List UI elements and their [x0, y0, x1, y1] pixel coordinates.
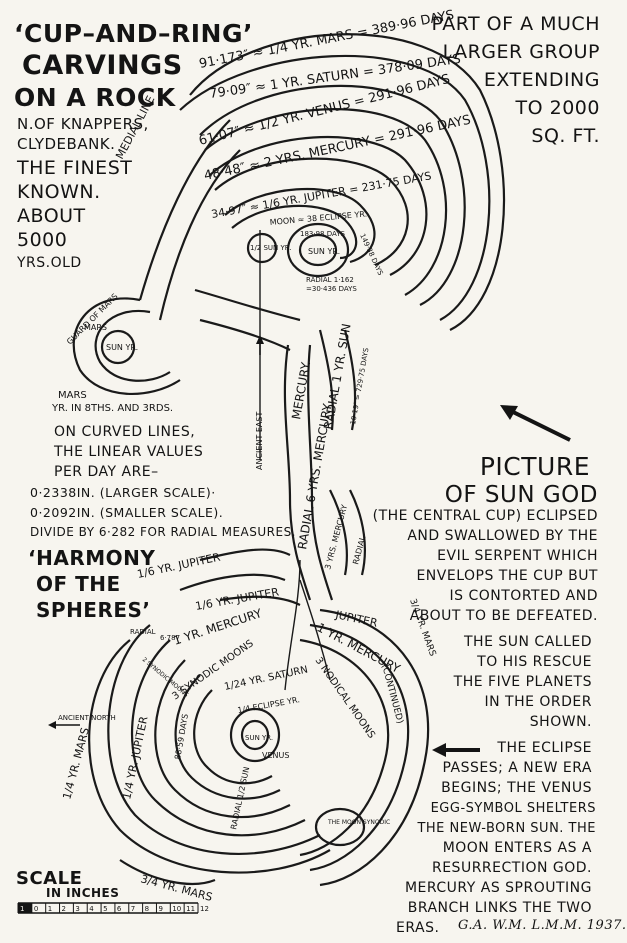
scale-tick-label: 5 [103, 905, 107, 913]
linear-note-line-1: On curved lines, [54, 424, 196, 440]
lower-label-jupiter-b: 1/6 Yr. Jupiter [194, 585, 280, 613]
eclipse-note-line-10: eras. [396, 920, 440, 936]
rescue-note-line-3: the five planets [453, 674, 592, 690]
label-radial-6-mercury: Radial 6 Yrs. Mercury [295, 402, 335, 550]
label-radial-sun-days: 10·19″ = 729·75 days [349, 347, 371, 426]
label-ancient-east: Ancient East [255, 412, 264, 470]
scale-tick-label: 2 [62, 905, 66, 913]
group-note-line-2: larger group [442, 41, 600, 63]
picture-heading-2: of Sun God [444, 482, 598, 508]
eclipse-note-line-1: The eclipse [497, 740, 592, 756]
eclipse-note-line-9: branch links the two [407, 900, 592, 916]
lower-label-eclipse: 1/4 Eclipse yr. [237, 695, 301, 715]
ring-label-days-183: 183·98 days [300, 230, 346, 238]
lower-label-ancient-north: Ancient North [58, 714, 116, 722]
lower-label-mars-bottom: 3/4 Yr. Mars [139, 872, 214, 904]
lower-label-venus: Venus [262, 751, 289, 760]
eclipse-note-line-5: the new-born Sun. The [417, 821, 596, 836]
title-line-1: ‘Cup–and–Ring’ [14, 19, 253, 48]
rescue-note-line-2: to his rescue [477, 654, 592, 670]
scale-tick-label: 4 [89, 905, 94, 913]
group-note-line-1: Part of a much [431, 13, 600, 35]
eclipse-note-line-4: egg-symbol shelters [430, 801, 596, 816]
title-line-3: On a Rock [14, 83, 176, 112]
picture-note-line-2: and swallowed by the [407, 528, 598, 544]
scale-title: Scale [16, 868, 83, 889]
label-mars-left: Mars [58, 390, 87, 401]
group-note-line-3: extending [483, 69, 600, 91]
eclipse-note-line-3: begins; the Venus [441, 780, 592, 796]
title-age-3: yrs.old [17, 255, 82, 271]
title-age-1: About [17, 205, 86, 227]
lower-label-sun-yr: Sun yr. [245, 734, 273, 742]
pointer-arrows [48, 335, 571, 757]
scale-tick-label: 1 [20, 905, 24, 913]
title-location-1: N.of Knappers, [17, 115, 149, 133]
title-age-2: 5000 [17, 229, 68, 251]
linear-note-line-5: 0·2092in. (Smaller scale). [30, 505, 224, 520]
rescue-note-line-5: shown. [529, 714, 592, 730]
ring-label-sun-yr: Sun yr. [308, 247, 340, 256]
group-note-line-4: to 2000 [515, 97, 600, 119]
upper-ring-system [72, 33, 506, 460]
ring-label-days-149: 149·38 days [358, 232, 384, 277]
eclipse-note-line-2: passes; a new era [442, 760, 592, 776]
group-note-line-5: sq. ft. [531, 125, 600, 147]
harmony-line-1: ‘Harmony [28, 546, 156, 570]
lower-label-saturn: 1/24 Yr. Saturn [223, 664, 309, 692]
linear-note-line-2: the linear values [54, 444, 204, 460]
carving-diagram: 91·173″ ≈ 1/4 Yr. Mars = 389·96 days 79·… [17, 8, 571, 914]
lower-label-nodical: 3 Nodical Moons [313, 655, 377, 740]
title-line-2: Carvings [22, 50, 183, 81]
lower-label-mars-q: 3/4 Yr. Mars [407, 598, 437, 658]
label-mars-ring: Mars [84, 323, 107, 332]
scale-tick-label: 7 [131, 905, 135, 913]
scale-tick-label: 8 [145, 905, 149, 913]
linear-note-line-6: Divide by 6·282 for radial measures. [30, 525, 296, 539]
ring-label-radial-days: =30·436 days [306, 285, 357, 293]
scale-tick-label: 0 [34, 905, 38, 913]
ring-label-half-sun: 1/2 Sun yr. [250, 244, 292, 252]
lower-label-radial: Radial [130, 628, 156, 636]
linear-note-line-3: per day are– [54, 464, 159, 480]
label-mars-yr-fractions: Yr. in 8ths. and 3rds. [51, 403, 173, 414]
label-sun-yr-left: Sun yr. [106, 343, 138, 352]
lower-label-jupiter-c: Jupiter [333, 608, 379, 630]
title-location-2: Clydebank. [17, 135, 116, 153]
lower-label-moon-synodic: The moon synodic [327, 819, 390, 826]
scale-tick-label: 6 [117, 905, 122, 913]
scale-unit: in inches [46, 886, 120, 900]
eclipse-note-line-8: Mercury as sprouting [404, 880, 592, 896]
picture-note-line-6: about to be defeated. [409, 608, 598, 624]
scale-tick-label: 9 [158, 905, 162, 913]
ring-label-radial: Radial 1·162 [306, 276, 354, 284]
harmony-line-3: Spheres’ [36, 598, 151, 622]
lower-ring-system [88, 548, 430, 887]
scale-tick-label: 11 [186, 905, 195, 913]
title-finest-1: The finest [17, 157, 133, 179]
picture-note-line-3: evil serpent which [437, 548, 598, 564]
picture-note-line-5: is contorted and [449, 588, 598, 604]
picture-note-line-1: (The central cup) eclipsed [372, 508, 598, 524]
scale-tick-label: 12 [200, 905, 209, 913]
scale-tick-label: 1 [48, 905, 52, 913]
linear-note-line-4: 0·2338in. (Larger scale)· [30, 485, 216, 500]
rescue-note-line-1: The Sun called [463, 634, 592, 650]
lower-label-mars-lower: 1/4 Yr. Mars [60, 726, 92, 801]
scale-tick-label: 3 [75, 905, 79, 913]
picture-heading-1: Picture [479, 452, 590, 481]
eclipse-note-line-6: Moon enters as a [442, 840, 592, 856]
lower-label-radial-num: 6·787 [160, 634, 180, 642]
scale-tick-label: 10 [172, 905, 181, 913]
eclipse-note-line-7: resurrection god. [431, 860, 592, 876]
picture-note-line-4: envelops the cup but [416, 568, 598, 584]
title-finest-2: known. [17, 181, 101, 203]
signature: G.A. W.M. L.M.M. 1937. [458, 918, 627, 933]
rescue-note-line-4: in the order [484, 694, 592, 710]
harmony-line-2: of the [36, 572, 121, 596]
